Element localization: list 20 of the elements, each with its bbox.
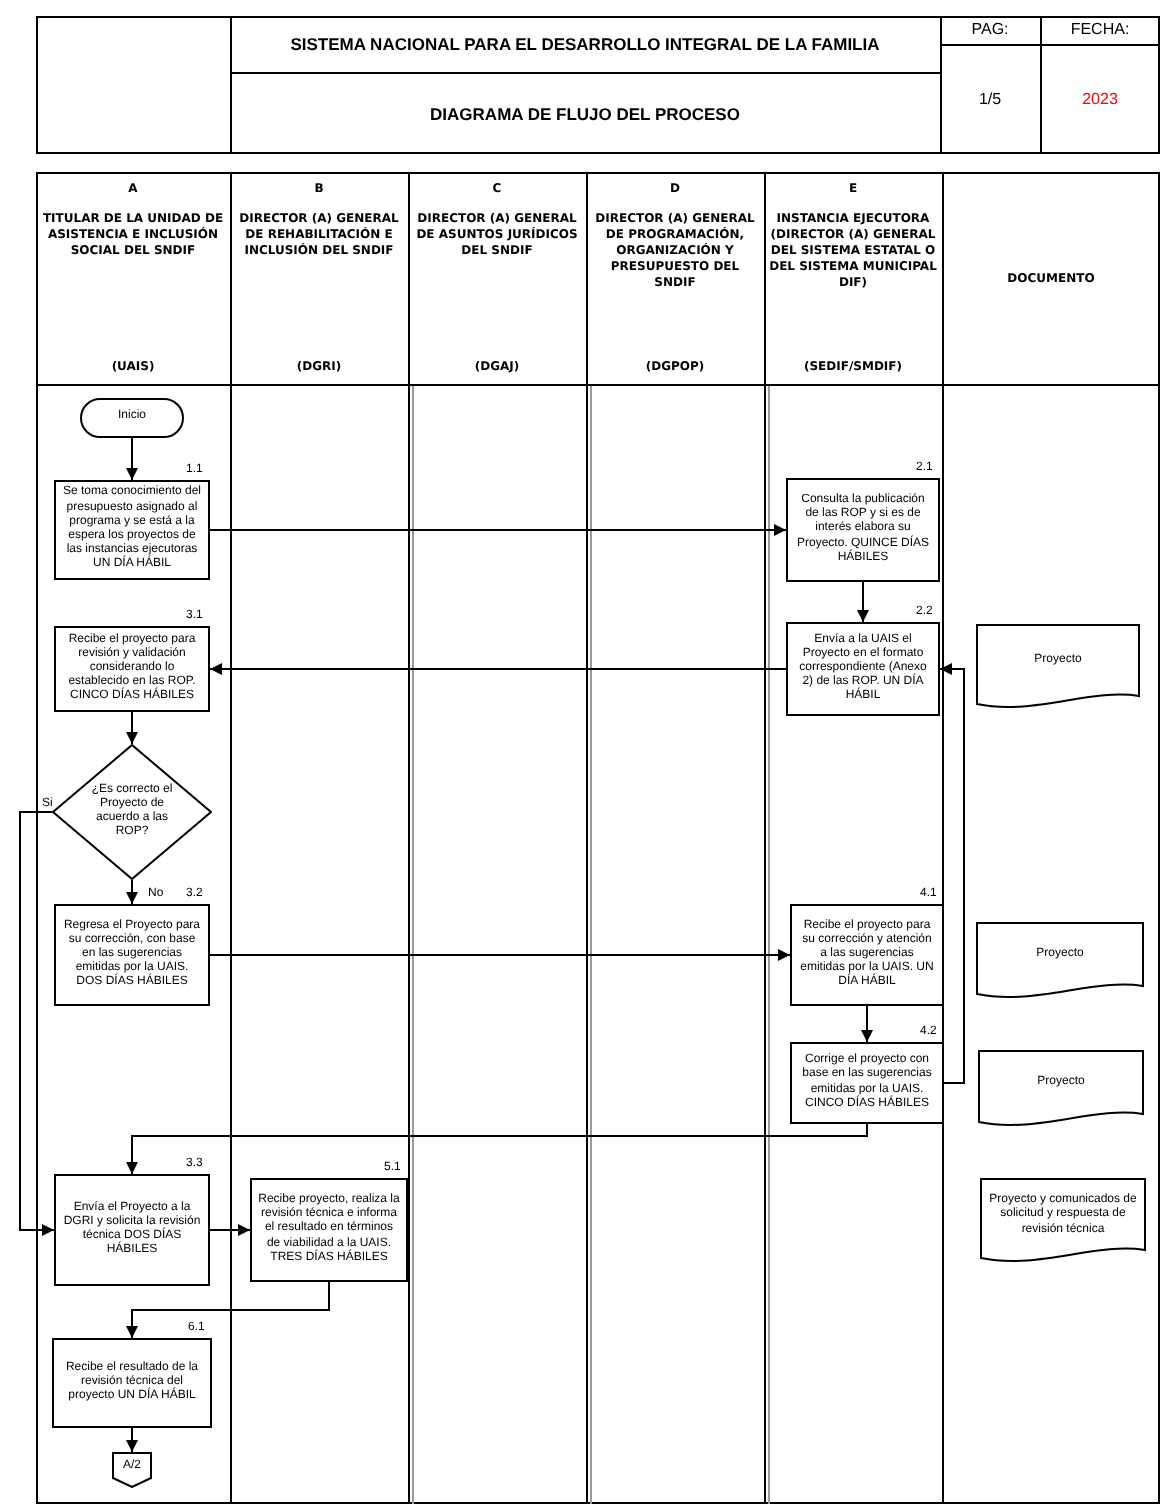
arrow <box>19 811 55 1236</box>
header-title: SISTEMA NACIONAL PARA EL DESARROLLO INTEGRAL DE LA FAMILIA <box>290 31 880 57</box>
arrow <box>126 1123 868 1175</box>
diagram-title: DIAGRAMA DE FLUJO DEL PROCESO <box>430 101 740 127</box>
page-heading: PAG: <box>971 18 1009 42</box>
year-text: 2023 <box>1082 88 1118 112</box>
arrow <box>126 711 138 745</box>
arrow <box>126 1427 138 1453</box>
arrow <box>857 581 869 623</box>
arrow <box>209 524 787 536</box>
arrow <box>126 1281 330 1339</box>
arrow <box>939 663 965 1084</box>
arrow <box>126 879 138 905</box>
page-number: 1/5 <box>978 88 1002 112</box>
arrow <box>861 1005 873 1043</box>
arrow <box>126 437 138 481</box>
arrow <box>209 949 791 961</box>
arrow <box>209 663 787 675</box>
arrow <box>209 1224 251 1236</box>
date-heading: FECHA: <box>1070 18 1130 42</box>
